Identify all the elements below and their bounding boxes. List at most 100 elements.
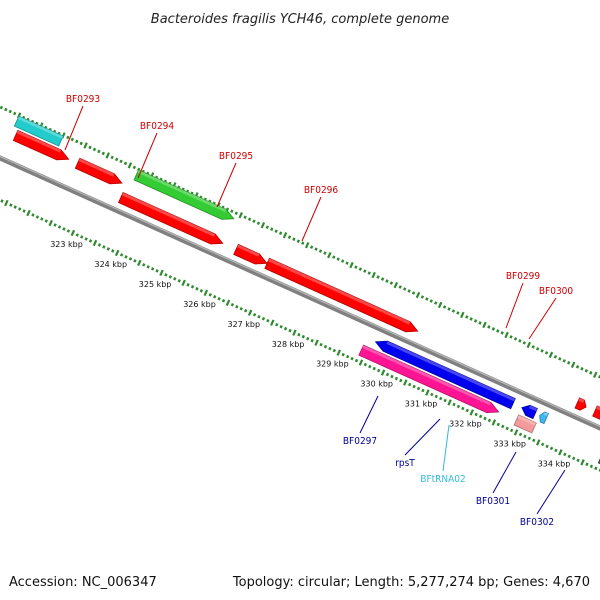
- inner-tick-mark: [394, 376, 399, 381]
- inner-tick-mark: [540, 442, 545, 447]
- outer-tick-mark: [8, 109, 12, 114]
- outer-tick-mark: [496, 329, 500, 333]
- gene-bf0296[interactable]: [264, 257, 419, 333]
- inner-tick-mark: [133, 259, 137, 263]
- outer-tick-mark: [123, 161, 128, 166]
- inner-tick-mark: [270, 319, 275, 326]
- inner-tick-mark: [571, 456, 576, 461]
- feature-track: [12, 115, 600, 465]
- outer-tick-mark: [584, 369, 589, 373]
- outer-tick-mark: [540, 349, 544, 353]
- inner-tick-mark: [319, 342, 323, 347]
- label-leader-line: [442, 424, 450, 472]
- coordinate-label: 328 kbp: [272, 340, 305, 349]
- outer-tick-mark: [567, 361, 571, 365]
- gene-label[interactable]: BF0297: [343, 436, 377, 447]
- inner-tick-mark: [230, 303, 235, 307]
- outer-tick-mark: [270, 227, 274, 231]
- feature-10[interactable]: [521, 404, 538, 420]
- inner-tick-mark: [390, 374, 394, 379]
- gene-label[interactable]: BF0300: [539, 286, 574, 297]
- inner-tick-mark: [119, 253, 124, 257]
- gene-label[interactable]: BFtRNA02: [420, 474, 465, 485]
- outer-tick-mark: [323, 251, 327, 255]
- gene-rpst[interactable]: [513, 414, 537, 434]
- inner-tick-mark: [567, 454, 571, 459]
- inner-tick-mark: [478, 414, 483, 419]
- inner-tick-mark: [40, 217, 44, 221]
- outer-tick-mark: [376, 275, 380, 279]
- gene-bf0300[interactable]: [592, 405, 600, 428]
- outer-tick-mark: [518, 339, 522, 343]
- outer-tick-mark: [282, 232, 288, 239]
- outer-tick-mark: [101, 151, 105, 156]
- gene-bf0293[interactable]: [117, 191, 224, 245]
- feature-2[interactable]: [74, 157, 123, 185]
- inner-tick-mark: [430, 392, 434, 397]
- outer-tick-mark: [420, 295, 425, 299]
- inner-tick-mark: [297, 332, 301, 337]
- inner-tick-mark: [376, 368, 381, 373]
- inner-tick-mark: [385, 372, 390, 377]
- label-leader-line: [64, 105, 84, 151]
- outer-tick-mark: [487, 325, 491, 329]
- inner-tick-mark: [275, 322, 279, 327]
- feature-1[interactable]: [12, 129, 70, 161]
- coordinate-label: 334 kbp: [538, 459, 571, 468]
- label-leader-line: [492, 451, 517, 494]
- gene-labels: BF0293BF0294BF0295BF0296BF0299BF0300BF02…: [64, 94, 574, 528]
- gene-bf0299[interactable]: [574, 397, 587, 411]
- inner-tick-mark: [501, 424, 505, 429]
- label-leader-line: [404, 418, 441, 456]
- feature-highlight: [121, 192, 216, 237]
- map-title: Bacteroides fragilis YCH46, complete gen…: [151, 12, 449, 27]
- feature-highlight: [528, 405, 538, 412]
- feature-0[interactable]: [13, 115, 64, 147]
- inner-tick-mark: [235, 304, 239, 309]
- gene-bf0294[interactable]: [133, 169, 235, 220]
- outer-tick-mark: [415, 291, 421, 299]
- inner-tick-mark: [292, 329, 297, 336]
- inner-tick-mark: [70, 229, 76, 237]
- gene-label[interactable]: BF0302: [520, 517, 554, 528]
- gene-label[interactable]: BF0301: [476, 496, 510, 507]
- inner-tick-mark: [527, 436, 532, 441]
- inner-tick-mark: [380, 369, 386, 376]
- feature-highlight: [17, 116, 64, 139]
- gene-bf0297[interactable]: [358, 344, 500, 414]
- inner-tick-mark: [247, 309, 253, 316]
- inner-tick-mark: [496, 422, 500, 427]
- inner-tick-mark: [84, 237, 88, 241]
- outer-tick-mark: [0, 105, 4, 110]
- inner-tick-mark: [443, 398, 447, 403]
- outer-tick-mark: [301, 241, 305, 245]
- inner-tick-mark: [128, 257, 133, 261]
- gene-label[interactable]: BF0299: [506, 271, 541, 282]
- feature-7[interactable]: [374, 340, 516, 410]
- outer-tick-mark: [593, 371, 598, 378]
- outer-tick-mark: [274, 229, 278, 233]
- outer-tick-mark: [132, 165, 137, 170]
- outer-tick-mark: [345, 261, 349, 265]
- inner-tick-mark: [208, 293, 212, 297]
- inner-tick-mark: [523, 434, 527, 439]
- inner-tick-mark: [181, 279, 186, 287]
- outer-tick-mark: [119, 159, 123, 164]
- outer-tick-mark: [570, 361, 576, 369]
- inner-tick-mark: [558, 449, 563, 456]
- gene-label[interactable]: BF0295: [219, 151, 253, 162]
- gene-label[interactable]: BF0294: [140, 121, 175, 132]
- inner-tick-mark: [332, 348, 337, 353]
- outer-tick-mark: [296, 239, 300, 243]
- outer-tick-mark: [4, 107, 8, 112]
- gene-label[interactable]: BF0293: [66, 94, 100, 105]
- inner-tick-mark: [354, 358, 359, 363]
- gene-bftrna02[interactable]: [539, 411, 550, 425]
- gene-label[interactable]: rpsT: [395, 458, 415, 469]
- outer-tick-mark: [371, 271, 376, 279]
- inner-tick-mark: [447, 399, 452, 406]
- gene-bf0295[interactable]: [233, 243, 268, 265]
- inner-tick-mark: [57, 225, 62, 229]
- gene-label[interactable]: BF0296: [304, 185, 339, 196]
- label-leader-line: [528, 297, 557, 340]
